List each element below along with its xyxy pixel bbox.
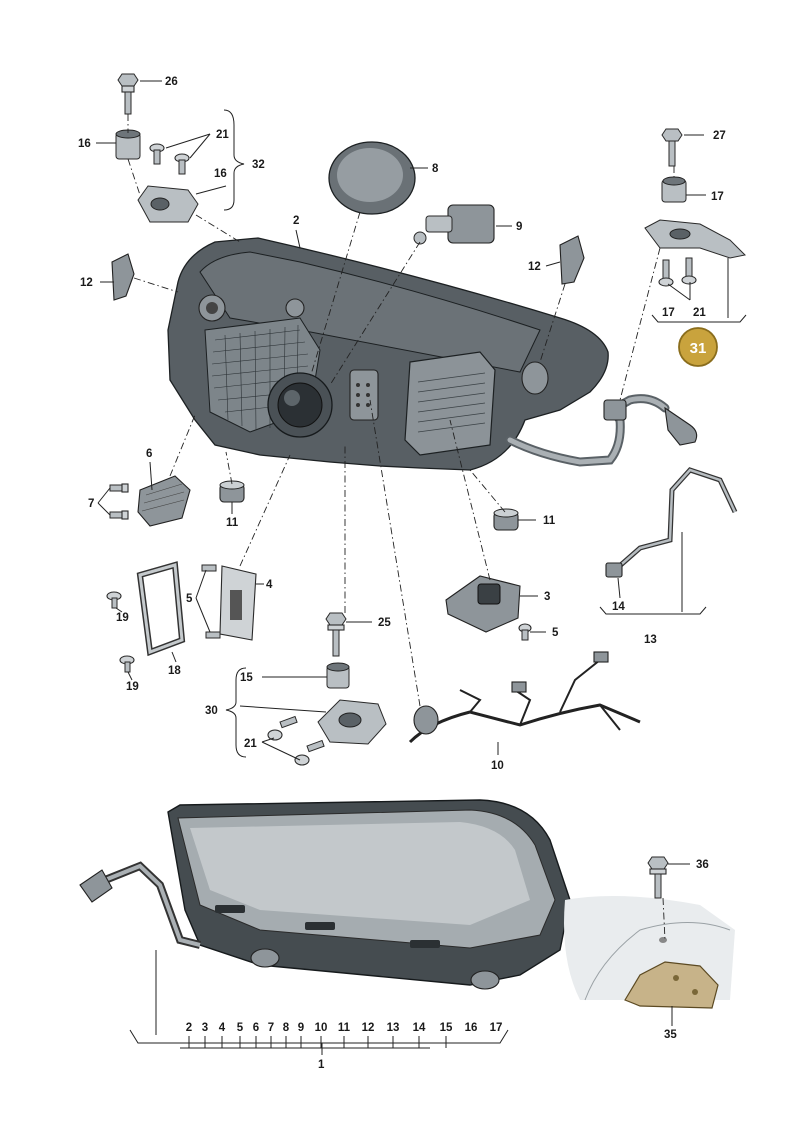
callout-11: 11 [543,515,556,527]
callout-8: 8 [432,163,439,175]
bottom-total-label: 1 [318,1059,325,1071]
callout-11: 11 [226,517,239,529]
bracket-16 [137,185,199,223]
bottom-number-2: 2 [186,1022,192,1034]
callout-21: 21 [244,738,257,750]
bottom-number-9: 9 [298,1022,304,1034]
callout-13: 13 [644,634,657,646]
bottom-number-13: 13 [387,1022,400,1034]
gasket-18 [136,561,186,657]
callout-12: 12 [528,261,541,273]
cover-6 [137,475,191,527]
screws-21-right [658,257,697,287]
bottom-number-4: 4 [219,1022,226,1034]
bottom-number-6: 6 [253,1022,259,1034]
bolt-27 [661,128,683,167]
nut-15 [326,662,350,689]
assembly-lines [127,114,675,941]
callout-17: 17 [662,307,675,319]
callout-18: 18 [168,665,181,677]
callout-4: 4 [266,579,273,591]
callout-6: 6 [146,448,152,460]
callout-5: 5 [186,593,193,605]
callout-9: 9 [516,221,522,233]
nut-16-upper [115,129,141,160]
bottom-number-17: 17 [490,1022,503,1034]
callout-35: 35 [664,1029,677,1041]
clip-12-left [111,253,135,301]
callout-26: 26 [165,76,178,88]
callout-19: 19 [126,681,139,693]
control-module-3 [445,575,521,633]
bottom-number-12: 12 [362,1022,375,1034]
callout-30: 30 [205,705,218,717]
callout-32: 32 [252,159,265,171]
callout-15: 15 [240,672,253,684]
grouping-brackets [129,109,747,1055]
callout-25: 25 [378,617,391,629]
callout-12: 12 [80,277,93,289]
nut-17 [661,176,687,203]
bottom-number-8: 8 [283,1022,290,1034]
callout-10: 10 [491,760,504,772]
screws-7 [109,483,129,520]
bolt-25 [325,612,347,657]
callout-14: 14 [612,601,625,613]
cover-cap-8 [328,141,416,215]
screw-5-right [518,623,532,641]
callout-27: 27 [713,130,726,142]
callout-16: 16 [78,138,91,150]
housing-control-module [404,351,496,456]
bottom-number-11: 11 [338,1022,351,1034]
screws-19 [106,591,135,673]
callout-19: 19 [116,612,129,624]
grommet-11-left [219,480,245,503]
callout-21: 21 [216,129,229,141]
cable-14 [605,467,738,578]
callout-5: 5 [552,627,559,639]
callout-3: 3 [544,591,550,603]
callout-17: 17 [711,191,724,203]
bottom-number-7: 7 [268,1022,274,1034]
grommet-11-right [493,508,519,531]
bottom-number-10: 10 [315,1022,328,1034]
leader-lines [96,80,729,1026]
highlight-callout-31[interactable]: 31 [678,327,718,367]
callout-21: 21 [693,307,706,319]
screws-21-upper [149,143,190,175]
bottom-number-16: 16 [465,1022,478,1034]
bolt-26 [117,73,139,115]
callout-36: 36 [696,859,709,871]
callout-labels: 26 16 21 32 16 8 2 9 27 17 12 12 17 21 6… [78,76,726,1041]
plate-4 [219,565,257,641]
callout-2: 2 [293,215,299,227]
bolt-36 [647,856,669,899]
mounting-bracket-right [644,219,747,259]
screws-5-left [201,564,221,639]
bottom-number-15: 15 [440,1022,453,1034]
bracket-30 [317,699,387,745]
cover-plate-35 [624,961,719,1009]
bulb-unit-9 [413,204,495,245]
bottom-number-14: 14 [413,1022,426,1034]
callout-16: 16 [214,168,227,180]
clip-12-right [559,235,585,285]
bottom-number-3: 3 [202,1022,208,1034]
bottom-number-5: 5 [237,1022,244,1034]
screws-21-lower [267,715,325,766]
callout-7: 7 [88,498,94,510]
headlight-housing-rear [167,237,698,471]
highlight-callout-label: 31 [690,340,707,357]
wiring-harness-10 [408,651,641,744]
headlight-front-view [79,799,571,990]
